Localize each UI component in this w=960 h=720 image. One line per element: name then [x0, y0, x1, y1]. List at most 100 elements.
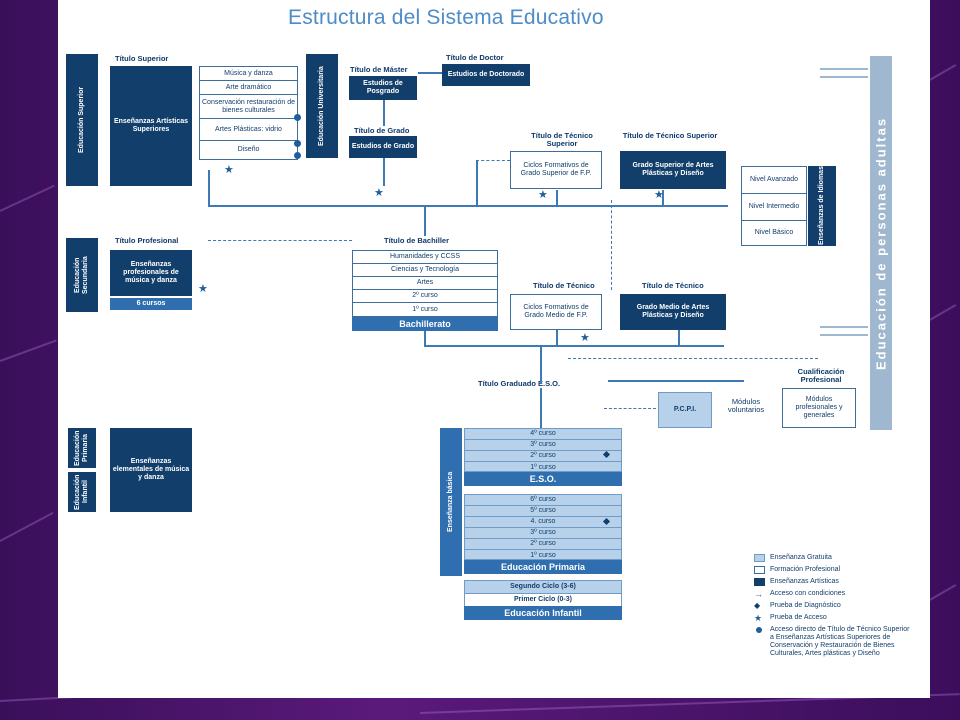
access-star-icon: ★ — [654, 189, 664, 201]
list-item: Humanidades y CCSS — [353, 251, 497, 264]
box-ens-elementales: Enseñanzas elementales de música y danza — [110, 428, 192, 512]
list-item: 6º curso — [465, 495, 621, 506]
page-title: Estructura del Sistema Educativo — [288, 6, 604, 29]
diamond-arrow-icon: ◆ — [754, 601, 761, 610]
list-item: Arte dramático — [200, 81, 297, 95]
light-box-icon — [754, 554, 765, 562]
list-infantil-cycles: Segundo Ciclo (3-6) Primer Ciclo (0-3) — [464, 580, 622, 606]
box-grado-superior-artes: Grado Superior de Artes Plásticas y Dise… — [620, 151, 726, 189]
list-item: 4º curso — [465, 429, 621, 440]
connector-line — [678, 330, 680, 346]
box-ciclos-grado-medio: Ciclos Formativos de Grado Medio de F.P. — [510, 294, 602, 330]
connector-line — [568, 358, 818, 360]
connector-line — [820, 76, 868, 78]
legend-text: Prueba de Acceso — [770, 614, 827, 621]
legend-text: Acceso directo de Título de Técnico Supe… — [770, 626, 910, 657]
list-item: 1º curso — [412, 305, 438, 313]
list-item: Primer Ciclo (0-3) — [465, 594, 621, 606]
bar-eso: E.S.O. — [464, 472, 622, 486]
side-label-elem-primaria: Educación Primaria — [68, 428, 96, 468]
label-modulos-voluntarios: Módulos voluntarios — [727, 397, 765, 414]
legend-text: Prueba de Diagnóstico — [770, 602, 841, 609]
list-item: 2º curso — [465, 539, 621, 550]
connector-line — [418, 72, 442, 74]
access-star-icon: ★ — [198, 283, 208, 295]
access-dot — [294, 114, 301, 121]
legend-item: → Acceso con condiciones — [754, 590, 846, 599]
side-label-basica: Enseñanza básica — [440, 428, 462, 576]
legend-item: Enseñanza Gratuita — [754, 554, 832, 562]
connector-line — [424, 206, 426, 236]
label-titulo-superior: Título Superior — [115, 54, 169, 63]
label-titulo-master: Título de Máster — [350, 65, 408, 74]
connector-line — [383, 100, 385, 126]
list-item: Música y danza — [200, 67, 297, 81]
list-idiomas-levels: Nivel Avanzado Nivel Intermedio Nivel Bá… — [741, 166, 807, 246]
list-item: Artes Plásticas: vidrio — [200, 119, 297, 141]
connector-line — [476, 160, 478, 206]
connector-line — [820, 68, 868, 70]
list-item: Nivel Intermedio — [742, 194, 806, 221]
label-titulo-tecnico-fp: Título de Técnico — [533, 281, 595, 290]
legend-item: ◆ Prueba de Diagnóstico — [754, 602, 841, 610]
connector-line — [611, 200, 613, 290]
list-item: Artes — [353, 277, 497, 290]
connector-line — [383, 158, 385, 186]
connector-line — [208, 240, 352, 242]
label-cualificacion-profesional: Cualificación Profesional — [797, 367, 845, 384]
legend-item: Acceso directo de Título de Técnico Supe… — [754, 626, 914, 658]
list-item: Nivel Avanzado — [742, 167, 806, 194]
list-item: 4. curso — [465, 517, 621, 528]
list-item: Ciencias y Tecnología — [353, 264, 497, 277]
box-ens-profesionales: Enseñanzas profesionales de música y dan… — [110, 250, 192, 296]
connector-line — [608, 380, 744, 382]
list-item: Nivel Básico — [754, 229, 794, 236]
connector-line — [604, 408, 656, 410]
legend-text: Enseñanza Gratuita — [770, 554, 832, 561]
list-eso-courses: 4º curso 3º curso 2º curso 1º curso — [464, 428, 622, 472]
dark-box-icon — [754, 578, 765, 586]
label-titulo-grado: Título de Grado — [354, 126, 410, 135]
box-6-cursos: 6 cursos — [110, 298, 192, 310]
adult-education-bar — [870, 56, 892, 430]
access-star-icon: ★ — [580, 332, 590, 344]
box-grado-medio-artes: Grado Medio de Artes Plásticas y Diseño — [620, 294, 726, 330]
list-artisticas-superiores: Música y danza Arte dramático Conservaci… — [199, 66, 298, 160]
legend-item: Enseñanzas Artísticas — [754, 578, 839, 586]
adult-education-label: Educación de personas adultas — [873, 116, 889, 370]
label-titulo-tecnico-superior-artes: Título de Técnico Superior — [622, 131, 718, 140]
side-label-secundaria: Educación Secundaria — [66, 238, 98, 312]
access-star-icon: ★ — [374, 187, 384, 199]
legend-text: Enseñanzas Artísticas — [770, 578, 839, 585]
list-bachillerato: Humanidades y CCSS Ciencias y Tecnología… — [352, 250, 498, 317]
label-titulo-tecnico-superior-fp: Título de Técnico Superior — [531, 131, 593, 148]
connector-line — [540, 346, 542, 384]
bar-infantil: Educación Infantil — [464, 606, 622, 620]
box-ens-artisticas-superiores: Enseñanzas Artísticas Superiores — [110, 66, 192, 186]
white-box-icon — [754, 566, 765, 574]
connector-line — [540, 388, 542, 428]
label-titulo-profesional: Título Profesional — [115, 236, 179, 245]
connector-line — [820, 326, 868, 328]
access-dot — [294, 140, 301, 147]
side-label-idiomas: Enseñanzas de Idiomas — [808, 166, 836, 246]
legend-text: Formación Profesional — [770, 566, 841, 573]
connector-line — [476, 160, 510, 162]
access-dot — [294, 152, 301, 159]
connector-line — [556, 330, 558, 346]
list-item: Segundo Ciclo (3-6) — [465, 581, 621, 594]
connector-line — [424, 345, 724, 347]
list-item: 5º curso — [465, 506, 621, 517]
legend-item: ★ Prueba de Acceso — [754, 614, 827, 623]
label-titulo-bachiller: Título de Bachiller — [384, 236, 450, 245]
connector-line — [662, 190, 664, 206]
box-estudios-grado: Estudios de Grado — [349, 136, 417, 158]
legend-text: Acceso con condiciones — [770, 590, 846, 597]
label-titulo-eso: Título Graduado E.S.O. — [478, 379, 561, 388]
access-star-icon: ★ — [224, 164, 234, 176]
list-item: 3º curso — [465, 528, 621, 539]
list-primaria-courses: 6º curso 5º curso 4. curso 3º curso 2º c… — [464, 494, 622, 560]
side-label-superior: Educación Superior — [66, 54, 98, 186]
bar-primaria: Educación Primaria — [464, 560, 622, 574]
list-item: 3º curso — [465, 440, 621, 451]
